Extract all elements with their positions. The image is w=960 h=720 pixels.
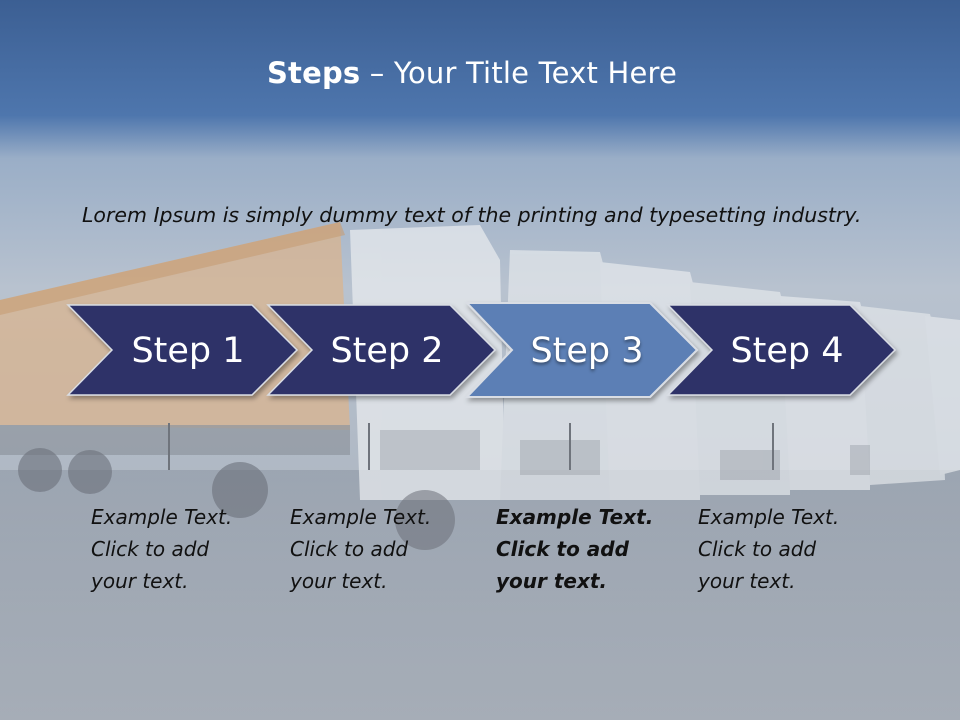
- step-1-connector: [168, 423, 170, 470]
- step-3-chevron[interactable]: [464, 302, 699, 398]
- step-1-line-2: Click to add: [91, 537, 210, 561]
- step-4-chevron[interactable]: [666, 304, 897, 396]
- step-2-line-2: Click to add: [290, 537, 409, 561]
- step-1-label: Step 1: [131, 331, 245, 371]
- step-4-line-1: Example Text.: [698, 505, 840, 529]
- step-1-line-3: your text.: [91, 569, 189, 593]
- step-4-line-2: Click to add: [698, 537, 817, 561]
- step-2-line-3: your text.: [290, 569, 388, 593]
- step-3-line-3: your text.: [496, 569, 608, 593]
- step-3-line-1: Example Text.: [496, 505, 654, 529]
- step-2-label: Step 2: [330, 331, 444, 371]
- step-2-description[interactable]: Example Text. Click to add your text.: [290, 501, 460, 597]
- step-3-connector: [569, 423, 571, 470]
- step-3-label: Step 3: [530, 331, 644, 371]
- step-1-line-1: Example Text.: [91, 505, 233, 529]
- slide-title[interactable]: Steps – Your Title Text Here: [0, 56, 944, 90]
- title-bold: Steps: [266, 56, 361, 90]
- step-1-chevron[interactable]: [66, 304, 299, 396]
- step-1-description[interactable]: Example Text. Click to add your text.: [91, 501, 261, 597]
- step-3-line-2: Click to add: [496, 537, 629, 561]
- step-4-connector: [772, 423, 774, 470]
- title-rest: – Your Title Text Here: [360, 56, 678, 90]
- step-2-chevron[interactable]: [266, 304, 497, 396]
- step-4-label: Step 4: [730, 331, 844, 371]
- step-3-description[interactable]: Example Text. Click to add your text.: [496, 501, 666, 597]
- lead-paragraph[interactable]: Lorem Ipsum is simply dummy text of the …: [82, 203, 862, 227]
- step-4-description[interactable]: Example Text. Click to add your text.: [698, 501, 868, 597]
- step-2-line-1: Example Text.: [290, 505, 432, 529]
- step-2-connector: [368, 423, 370, 470]
- step-4-line-3: your text.: [698, 569, 796, 593]
